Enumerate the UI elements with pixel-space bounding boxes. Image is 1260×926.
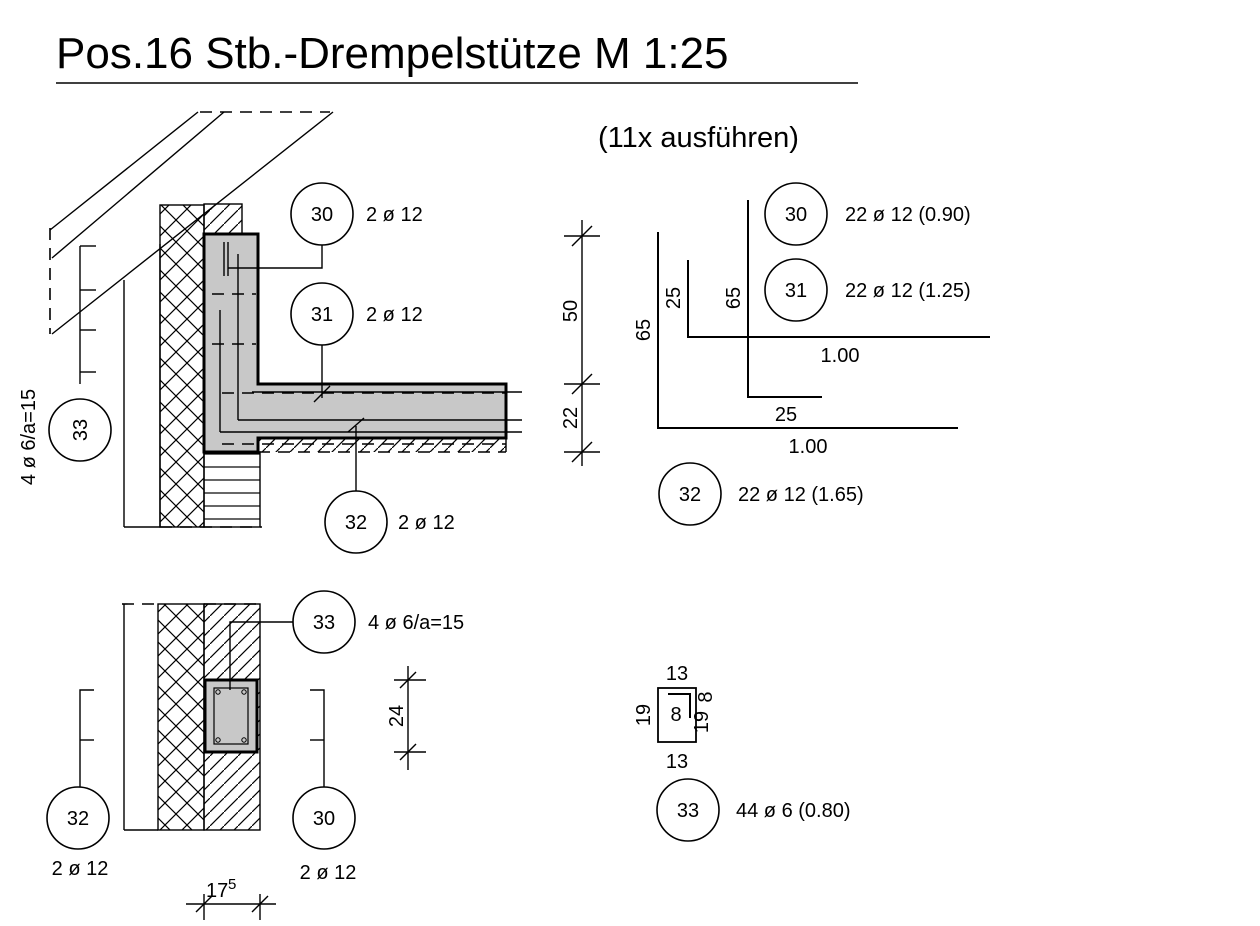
svg-text:4 ø 6/a=15: 4 ø 6/a=15 xyxy=(18,389,40,485)
svg-text:2 ø 12: 2 ø 12 xyxy=(52,858,109,880)
svg-text:22 ø 12 (1.65): 22 ø 12 (1.65) xyxy=(738,484,864,506)
dim-24: 24 xyxy=(386,705,408,727)
dimension-chain-section: 50 22 xyxy=(560,220,600,466)
svg-text:50: 50 xyxy=(560,300,582,322)
bar-shapes xyxy=(657,200,990,429)
bubble-33-plan: 33 4 ø 6/a=15 xyxy=(229,590,464,690)
bubble-32-plan: 32 2 ø 12 xyxy=(46,786,110,880)
svg-text:33: 33 xyxy=(70,419,92,441)
dim-17-5-superscript: 5 xyxy=(228,876,236,893)
svg-text:22: 22 xyxy=(560,407,582,429)
stirrup-dim-left: 19 xyxy=(633,704,655,726)
plan-view xyxy=(79,603,426,920)
bubble-30-schedule: 30 22 ø 12 (0.90) xyxy=(764,182,971,246)
bubble-32-section: 32 2 ø 12 xyxy=(324,417,455,554)
stirrup-dim-top: 13 xyxy=(666,663,688,685)
bubble-31-schedule: 31 22 ø 12 (1.25) xyxy=(764,258,971,322)
svg-text:4 ø 6/a=15: 4 ø 6/a=15 xyxy=(368,612,464,634)
svg-text:30: 30 xyxy=(785,204,807,226)
svg-text:22 ø 12 (0.90): 22 ø 12 (0.90) xyxy=(845,204,971,226)
svg-text:2 ø 12: 2 ø 12 xyxy=(366,304,423,326)
svg-text:2 ø 12: 2 ø 12 xyxy=(398,512,455,534)
subtitle: (11x ausführen) xyxy=(598,122,799,154)
bubble-33-section: 33 4 ø 6/a=15 xyxy=(18,389,112,485)
section-view xyxy=(49,111,522,528)
dim-bar32-100: 1.00 xyxy=(789,436,828,458)
stirrup-dim-hook: 8 xyxy=(695,691,717,702)
bubble-31-section: 31 2 ø 12 xyxy=(290,282,423,403)
svg-text:32: 32 xyxy=(345,512,367,534)
svg-text:32: 32 xyxy=(679,484,701,506)
svg-text:33: 33 xyxy=(313,612,335,634)
stirrup-dim-bottom: 13 xyxy=(666,751,688,773)
bubble-30-plan: 30 2 ø 12 xyxy=(292,786,357,884)
bubble-33-schedule: 33 44 ø 6 (0.80) xyxy=(656,778,851,842)
svg-text:2 ø 12: 2 ø 12 xyxy=(300,862,357,884)
svg-text:31: 31 xyxy=(311,304,333,326)
svg-text:44 ø 6 (0.80): 44 ø 6 (0.80) xyxy=(736,800,851,822)
dim-bar30-25: 25 xyxy=(663,287,685,309)
stirrup-dim-inner: 8 xyxy=(670,704,681,726)
svg-text:2 ø 12: 2 ø 12 xyxy=(366,204,423,226)
svg-text:30: 30 xyxy=(311,204,333,226)
page-title: Pos.16 Stb.-Drempelstütze M 1:25 xyxy=(56,29,729,78)
svg-text:22 ø 12 (1.25): 22 ø 12 (1.25) xyxy=(845,280,971,302)
stirrup-shape xyxy=(657,687,697,743)
svg-text:33: 33 xyxy=(677,800,699,822)
bubble-32-schedule: 32 22 ø 12 (1.65) xyxy=(658,462,864,526)
stirrup-dim-right: 19 xyxy=(691,711,713,733)
svg-text:32: 32 xyxy=(67,808,89,830)
svg-text:31: 31 xyxy=(785,280,807,302)
svg-text:30: 30 xyxy=(313,808,335,830)
dim-bar31-65: 65 xyxy=(723,287,745,309)
dim-bar31-25: 25 xyxy=(775,404,797,426)
bubble-30-section: 30 2 ø 12 xyxy=(228,182,423,269)
dim-bar32-65: 65 xyxy=(633,319,655,341)
dim-bar30-100: 1.00 xyxy=(821,345,860,367)
dim-17-5: 17 xyxy=(206,880,228,902)
